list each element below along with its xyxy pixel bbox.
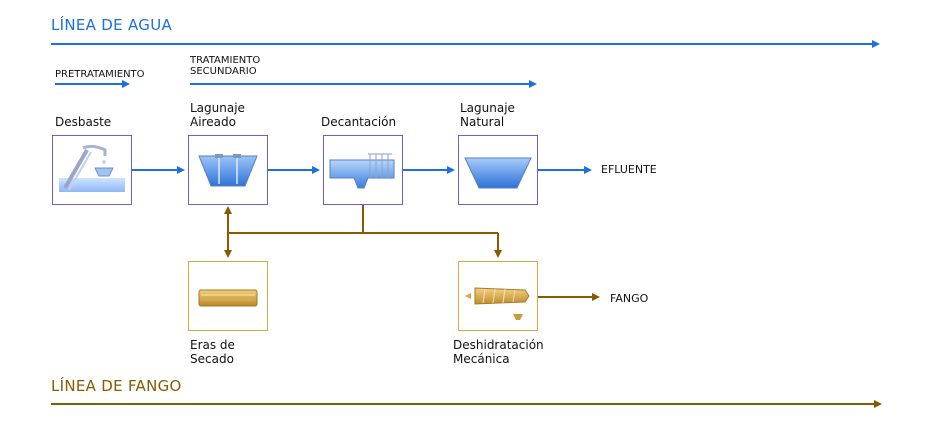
efluente-label: EFLUENTE: [601, 163, 657, 176]
decantacion-box: [323, 135, 403, 205]
desbaste-label: Desbaste: [55, 115, 112, 129]
drying-bed-icon: [198, 289, 258, 307]
natural-lagoon-icon: [464, 157, 532, 189]
eras-secado-box: [188, 261, 268, 331]
eras-secado-label: Eras de Secado: [190, 338, 235, 366]
pretreatment-label: PRETRATAMIENTO: [55, 69, 145, 80]
secondary-treatment-label: TRATAMIENTO SECUNDARIO: [190, 55, 261, 77]
deshidratacion-box: [458, 261, 538, 331]
lagunaje-natural-label: Lagunaje Natural: [460, 101, 515, 129]
centrifuge-icon: [465, 287, 530, 320]
fango-label: FANGO: [610, 292, 649, 305]
deshidratacion-label: Deshidratación Mecánica: [453, 338, 544, 366]
lagunaje-natural-box: [458, 135, 538, 205]
settling-tank-icon: [329, 153, 395, 189]
decantacion-label: Decantación: [321, 115, 397, 129]
desbaste-box: [52, 135, 132, 205]
lagunaje-aireado-label: Lagunaje Aireado: [190, 101, 245, 129]
sludge-line-title: LÍNEA DE FANGO: [51, 377, 182, 395]
aerated-lagoon-icon: [198, 154, 258, 187]
lagunaje-aireado-box: [188, 135, 268, 205]
water-line-title: LÍNEA DE AGUA: [51, 16, 173, 34]
screening-icon: [59, 144, 125, 192]
